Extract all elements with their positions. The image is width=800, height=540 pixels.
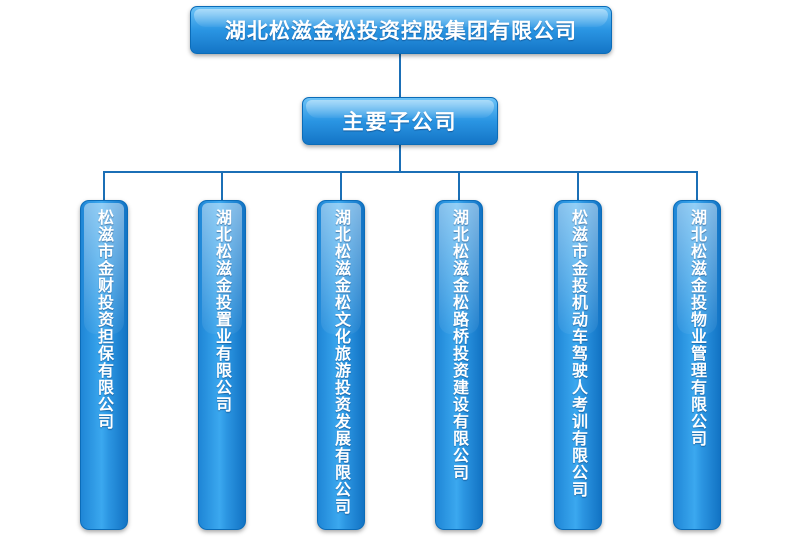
- subsidiary-box-6: 湖北松滋金投物业管理有限公司: [673, 200, 721, 530]
- subsidiaries-group-label: 主要子公司: [342, 110, 458, 134]
- subsidiary-label-6: 湖北松滋金投物业管理有限公司: [688, 209, 707, 447]
- connector-drop-4: [458, 171, 460, 200]
- root-company-label: 湖北松滋金松投资控股集团有限公司: [225, 19, 577, 43]
- subsidiary-label-4: 湖北松滋金松路桥投资建设有限公司: [450, 209, 469, 481]
- subsidiary-label-3: 湖北松滋金松文化旅游投资发展有限公司: [332, 209, 351, 515]
- connector-drop-6: [696, 171, 698, 200]
- subsidiary-box-3: 湖北松滋金松文化旅游投资发展有限公司: [317, 200, 365, 530]
- root-company-box: 湖北松滋金松投资控股集团有限公司: [190, 6, 612, 54]
- subsidiary-box-2: 湖北松滋金投置业有限公司: [198, 200, 246, 530]
- connector-group-down: [399, 145, 401, 172]
- connector-drop-1: [103, 171, 105, 200]
- connector-horizontal-bus: [103, 171, 698, 173]
- subsidiary-box-5: 松滋市金投机动车驾驶人考训有限公司: [554, 200, 602, 530]
- subsidiary-label-2: 湖北松滋金投置业有限公司: [213, 209, 232, 413]
- connector-root-to-group: [399, 54, 401, 97]
- subsidiary-label-5: 松滋市金投机动车驾驶人考训有限公司: [569, 209, 588, 498]
- subsidiary-label-1: 松滋市金财投资担保有限公司: [95, 209, 114, 430]
- connector-drop-2: [221, 171, 223, 200]
- connector-drop-3: [340, 171, 342, 200]
- subsidiaries-group-box: 主要子公司: [302, 97, 498, 145]
- subsidiary-box-1: 松滋市金财投资担保有限公司: [80, 200, 128, 530]
- connector-drop-5: [577, 171, 579, 200]
- subsidiary-box-4: 湖北松滋金松路桥投资建设有限公司: [435, 200, 483, 530]
